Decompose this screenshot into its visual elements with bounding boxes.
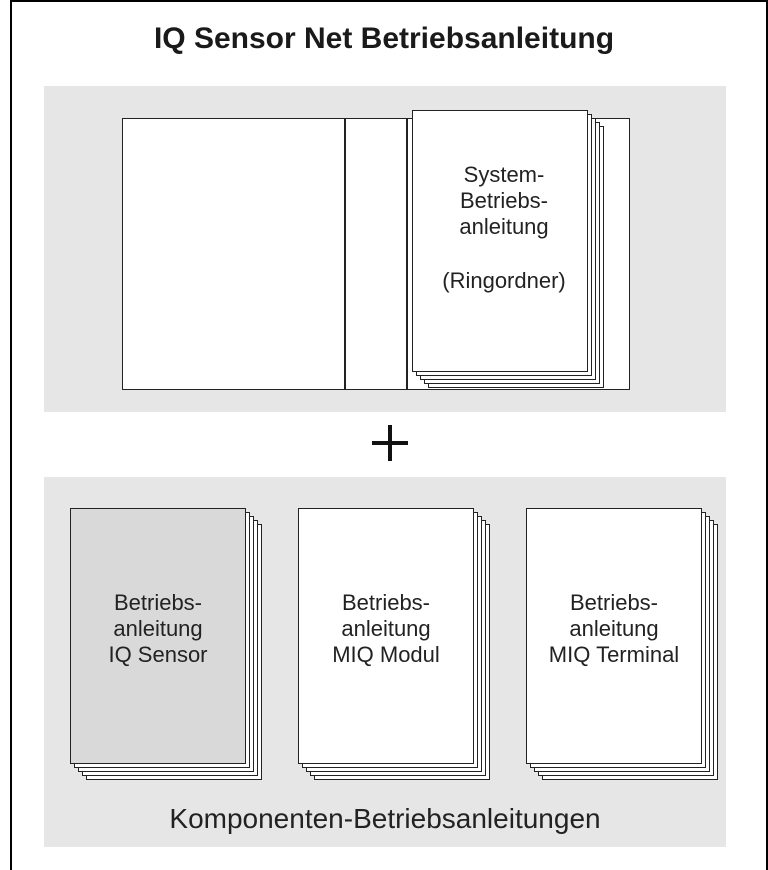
component-line: anleitung: [569, 616, 659, 641]
plus-icon: [372, 425, 408, 461]
frame-right-line: [766, 0, 768, 870]
binder-spine-line-left: [344, 118, 346, 390]
frame-left-line: [10, 0, 12, 870]
document-front-page: [412, 110, 588, 372]
system-manual-line: System-: [463, 162, 545, 187]
component-line: IQ Sensor: [108, 642, 208, 667]
document-front-page: [526, 508, 702, 764]
binder-note: (Ringordner): [442, 268, 566, 293]
document-front-page: [70, 508, 246, 764]
component-line: MIQ Terminal: [548, 642, 680, 667]
component-line: anleitung: [113, 616, 203, 641]
frame-top-line: [10, 0, 768, 2]
component-manuals-caption: Komponenten-Betriebsanleitungen: [169, 803, 601, 834]
component-manual-label: Betriebs- anleitung MIQ Modul: [298, 590, 474, 668]
document-front-page: [298, 508, 474, 764]
component-manual-label: Betriebs- anleitung MIQ Terminal: [526, 590, 702, 668]
component-line: Betriebs-: [569, 590, 659, 615]
diagram-title: IQ Sensor Net Betriebsanleitung: [153, 22, 615, 55]
component-line: MIQ Modul: [332, 642, 440, 667]
binder-spine-line-right: [406, 118, 408, 390]
system-manual-line: Betriebs-: [459, 188, 549, 213]
system-manual-line: anleitung: [459, 214, 549, 239]
component-manual-label: Betriebs- anleitung IQ Sensor: [70, 590, 246, 668]
component-line: Betriebs-: [113, 590, 203, 615]
component-line: Betriebs-: [341, 590, 431, 615]
component-line: anleitung: [341, 616, 431, 641]
system-manual-label: System- Betriebs- anleitung (Ringordner): [414, 162, 594, 294]
